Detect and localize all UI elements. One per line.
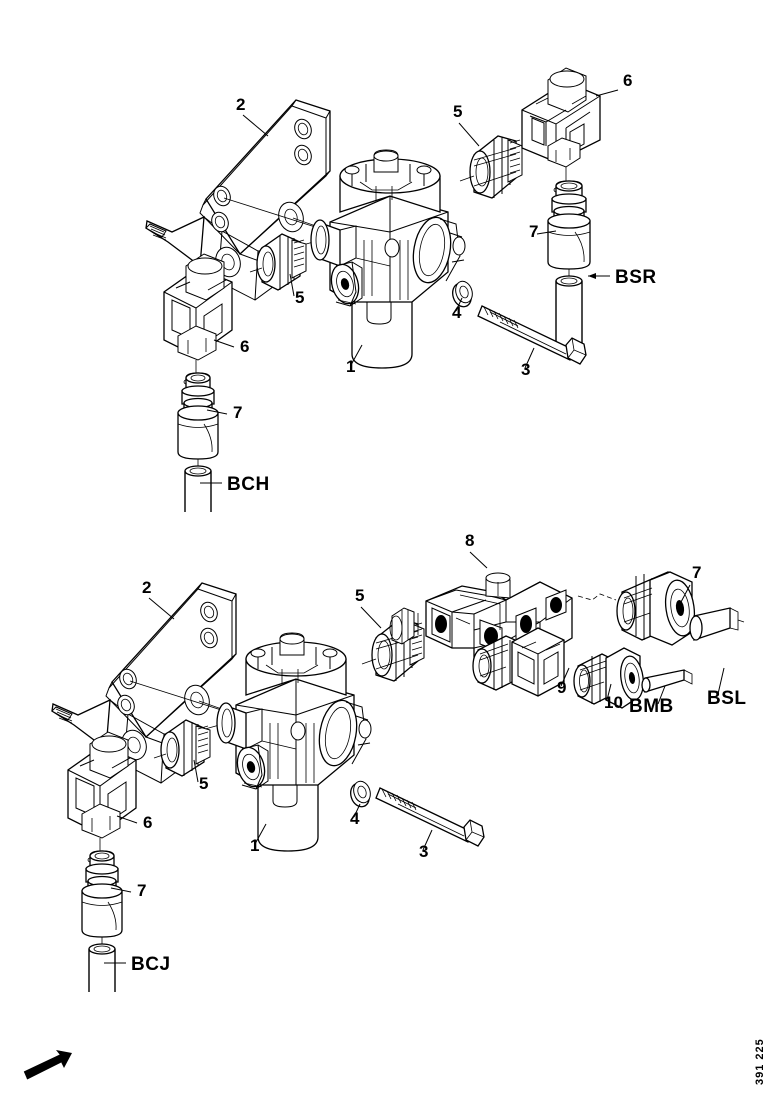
callout-2-upper: 2 — [236, 95, 245, 114]
relay-valve-body-lower — [216, 632, 372, 852]
callout-8-lower: 8 — [465, 531, 474, 550]
callout-5-upper-right: 5 — [453, 102, 462, 121]
callout-5-upper-left: 5 — [295, 288, 304, 307]
callout-6-upper-left: 6 — [240, 337, 249, 356]
callout-10-lower: 10 — [604, 693, 623, 712]
callout-6-lower-left: 6 — [143, 813, 152, 832]
callout-5-lower-left: 5 — [199, 774, 208, 793]
callout-7-lower-right: 7 — [692, 563, 701, 582]
callout-7-upper-right: 7 — [529, 222, 538, 241]
callout-6-upper-right: 6 — [623, 71, 632, 90]
direction-arrow — [23, 1050, 72, 1080]
fitting-5-upper-right — [459, 135, 523, 199]
port-code-bch: BCH — [227, 474, 270, 495]
pipe-bmb — [641, 669, 693, 693]
pipe-bcj — [88, 943, 116, 992]
pipe-bch — [184, 465, 212, 512]
clamp-6-upper-right — [521, 67, 601, 195]
clamp-6-lower-left — [67, 731, 137, 865]
fitting-7-upper-left — [177, 372, 219, 468]
upper-callout-leaders — [200, 89, 619, 484]
clamp-6-upper-left — [163, 253, 233, 387]
fitting-7-lower-left — [81, 850, 123, 946]
callout-9-lower: 9 — [557, 678, 566, 697]
washer-4-upper — [452, 280, 473, 308]
fitting-7-upper-right — [547, 180, 591, 278]
fitting-10 — [573, 647, 644, 709]
callout-1-lower: 1 — [250, 836, 259, 855]
callout-3-lower: 3 — [419, 842, 428, 861]
callout-7-upper-left: 7 — [233, 403, 242, 422]
manifold-block-8 — [425, 572, 573, 679]
port-code-bsl: BSL — [707, 688, 747, 709]
callout-4-lower: 4 — [350, 809, 360, 828]
fitting-5-upper-left — [249, 233, 307, 291]
callout-5-lower-right: 5 — [355, 586, 364, 605]
elbow-9 — [472, 627, 565, 697]
port-code-bmb: BMB — [629, 696, 674, 717]
bolt-3-upper — [477, 305, 587, 365]
port-code-bcj: BCJ — [131, 954, 171, 975]
lower-callout-leaders — [104, 551, 725, 964]
fitting-left-of-manifold — [389, 607, 419, 645]
callout-3-upper: 3 — [521, 360, 530, 379]
callout-7-lower-left: 7 — [137, 881, 146, 900]
relay-valve-body-upper — [310, 149, 466, 369]
pipe-bsr — [555, 275, 583, 352]
pipe-bsl — [737, 619, 745, 623]
upper-assembly — [145, 67, 619, 512]
port-code-bsr: BSR — [615, 267, 657, 288]
callout-1-upper: 1 — [346, 357, 355, 376]
callout-2-lower: 2 — [142, 578, 151, 597]
washer-4-lower — [350, 780, 371, 808]
callout-4-upper: 4 — [452, 303, 462, 322]
fitting-7-lower-right — [616, 571, 739, 646]
bolt-3-lower — [375, 787, 485, 847]
lower-assembly — [51, 551, 745, 992]
sheet-number: 391 225 — [754, 1038, 766, 1085]
